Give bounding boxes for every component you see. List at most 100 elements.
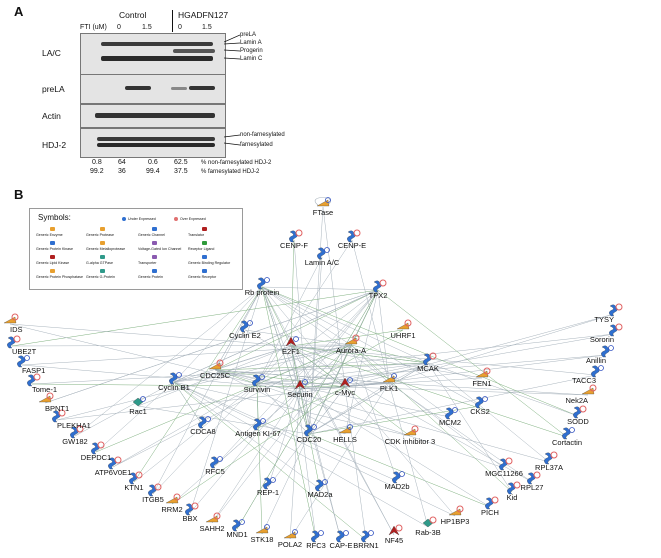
legend-swatch-11: [202, 255, 207, 259]
node-icon-mnd1: [232, 519, 241, 532]
node-icon-tacc3: [591, 365, 600, 378]
node-icon-e2f1: [285, 336, 297, 347]
edge-mcak: [350, 344, 429, 364]
edge-atp6v0e1: [112, 383, 258, 468]
table-r2-label: % farnesylated HDJ-2: [201, 169, 260, 175]
node-label-rrm2: RRM2: [161, 505, 182, 514]
edge-rab-3b: [173, 381, 429, 528]
table-r1-c3: 0.6: [148, 159, 158, 166]
node-icon-ftase: [316, 199, 330, 207]
node-label-ftase: FTase: [313, 208, 333, 217]
edge-mcm2: [214, 369, 451, 418]
over-expressed-ring-cenp-f: [295, 229, 303, 237]
edge-survivin: [256, 383, 310, 435]
edge-nek2a: [388, 382, 589, 396]
node-label-bbx: BBX: [182, 514, 197, 523]
edge-rfc3: [261, 286, 317, 541]
node-cyclin-e2: Cyclin E2: [229, 320, 261, 340]
node-cenp-e: CENP-E: [338, 229, 366, 250]
legend-item-9: G-alpha GTPase: [86, 261, 113, 265]
band-lamin-c: [101, 56, 213, 61]
edge-itgb5: [152, 383, 258, 495]
edge-brrn1: [344, 386, 367, 541]
symbols-legend: Symbols: Under Expressed Over Expressed …: [29, 208, 243, 290]
band-lamin-a: [101, 42, 213, 46]
legend-swatch-10: [152, 255, 157, 259]
node-brrn1: BRRN1: [353, 530, 379, 550]
legend-item-11: Generic Binding Regulator: [188, 261, 231, 265]
edge-cdca8: [173, 381, 204, 427]
node-anillin: Anillin: [586, 345, 614, 365]
edge-pich: [299, 388, 491, 508]
node-label-mad2b: MAD2b: [384, 482, 409, 491]
over-expressed-ring-atp6v0e1: [114, 456, 122, 464]
edge-cyclin-b1: [173, 289, 379, 383]
node-label-cdc25c: CDC25C: [200, 371, 231, 380]
edge-rep-1: [267, 388, 301, 488]
edge-rep-1: [267, 386, 346, 488]
legend-item-5: Generic Metalloprotease: [86, 247, 126, 251]
node-label-anillin: Anillin: [586, 356, 606, 365]
under-expressed-ring-fasp1: [24, 355, 30, 361]
node-tome-1: Tome-1: [27, 373, 57, 394]
edge-plk1: [308, 382, 390, 435]
group-divider: [172, 10, 173, 32]
legend-swatch-5: [100, 241, 105, 245]
edge-rrm2: [171, 386, 346, 505]
node-cenp-f: CENP-F: [280, 229, 308, 250]
lac-pointer-lines: [224, 34, 240, 60]
over-expressed-ring-fen1: [483, 367, 491, 375]
under-expressed-ring-mad2a: [322, 479, 328, 485]
edge-survivin: [256, 289, 379, 385]
legend-item-12: Generic Protein Phosphatase: [36, 275, 83, 279]
edge-rrm2: [171, 344, 352, 505]
table-r2-c2: 36: [118, 168, 126, 175]
edge-bbx: [189, 289, 379, 514]
node-mcak: MCAK: [417, 352, 439, 373]
node-label-tysy: TYSY: [594, 315, 614, 324]
node-plekha1: PLEKHA1: [52, 409, 91, 430]
under-expressed-ring-hells: [347, 424, 353, 430]
node-label-mcm2: MCM2: [439, 418, 461, 427]
node-icon-cks2: [475, 396, 484, 409]
edge-rpl27: [290, 345, 533, 483]
blot-prela: [80, 74, 226, 104]
node-aurora-a: Aurora-A: [336, 334, 366, 355]
node-sahh2: SAHH2: [199, 512, 225, 533]
legend-over: Over Expressed: [180, 217, 206, 221]
edge-tacc3: [308, 374, 597, 435]
label-progerin: Progerin: [240, 48, 263, 54]
node-cdk-inhibitor-3: CDK inhibitor 3: [385, 425, 435, 446]
over-expressed-ring-depdc1: [97, 441, 105, 449]
node-label-gw182: GW182: [62, 437, 87, 446]
table-r2-c4: 37.5: [174, 168, 188, 175]
edge-cyclin-b1: [173, 345, 292, 383]
node-icon-rfc3: [311, 530, 320, 543]
node-bbx: BBX: [182, 502, 199, 523]
over-expressed-ring-cdc25c: [216, 359, 224, 367]
node-atp6v0e1: ATP6V0E1: [95, 456, 131, 477]
edge-cdc20: [308, 344, 352, 435]
under-expressed-ring-cdc20: [311, 424, 317, 430]
edge-anillin: [256, 354, 607, 385]
node-label-plk1: PLK1: [380, 384, 398, 393]
table-r2-c1: 99.2: [90, 168, 104, 175]
over-expressed-ring-plekha1: [58, 409, 66, 417]
edge-bbx: [189, 286, 263, 514]
edge-lamin-a-c: [308, 256, 323, 435]
under-expressed-ring-rb-protein: [264, 277, 270, 283]
node-bpnt1: BPNT1: [38, 392, 69, 413]
edge-brrn1: [173, 381, 367, 541]
label-farnesylated: farnesylated: [240, 142, 273, 148]
under-expressed-ring-c-myc: [347, 377, 353, 383]
node-label-survivin: Survivin: [244, 385, 271, 394]
node-icon-rep-1: [263, 477, 272, 490]
under-expressed-ring-cdca8: [205, 416, 211, 422]
panel-a-letter: A: [14, 4, 24, 19]
edge-cenp-f: [290, 239, 295, 347]
edge-nf45: [290, 345, 395, 536]
node-itgb5: ITGB5: [142, 483, 164, 504]
node-mgc11266: MGC11266: [485, 457, 523, 478]
node-label-ktn1: KTN1: [124, 483, 143, 492]
node-label-hells: HELLS: [333, 435, 357, 444]
